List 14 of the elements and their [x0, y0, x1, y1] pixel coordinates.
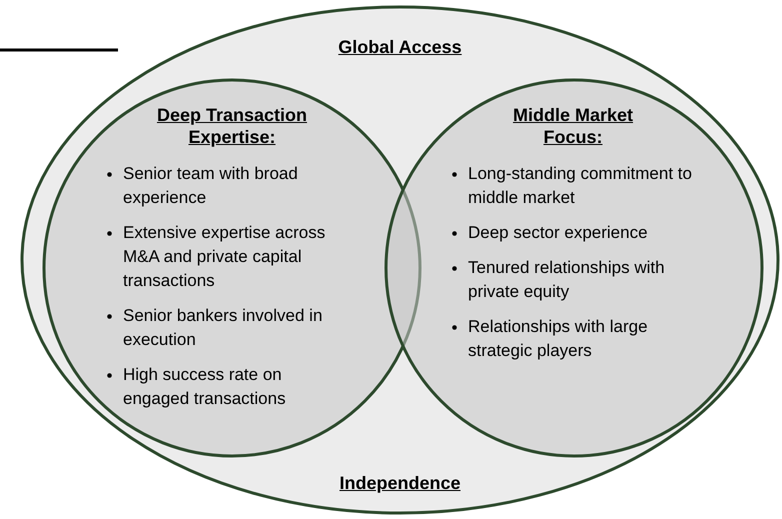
bullet-point: Long-standing commitment to middle market — [468, 164, 692, 207]
bullet-point: Senior bankers involved in execution — [123, 306, 322, 349]
section-heading: Independence — [338, 472, 462, 494]
venn-circle — [384, 78, 764, 458]
bullet-point: Tenured relationships with private equity — [468, 258, 665, 301]
bullet-point: Relationships with large strategic players — [468, 317, 648, 360]
venn-ellipse — [20, 5, 780, 515]
circle-heading: Middle Market Focus: — [512, 104, 634, 148]
bullet-point: High success rate on engaged transactions — [123, 365, 286, 408]
section-heading: Global Access — [337, 36, 463, 58]
bullet-point: Extensive expertise across M&A and private capital transactions — [123, 223, 326, 290]
bullet-point: Senior team with broad experience — [123, 164, 298, 207]
circle-heading: Deep Transaction Expertise: — [156, 104, 308, 148]
bullet-point: Deep sector experience — [468, 223, 648, 242]
